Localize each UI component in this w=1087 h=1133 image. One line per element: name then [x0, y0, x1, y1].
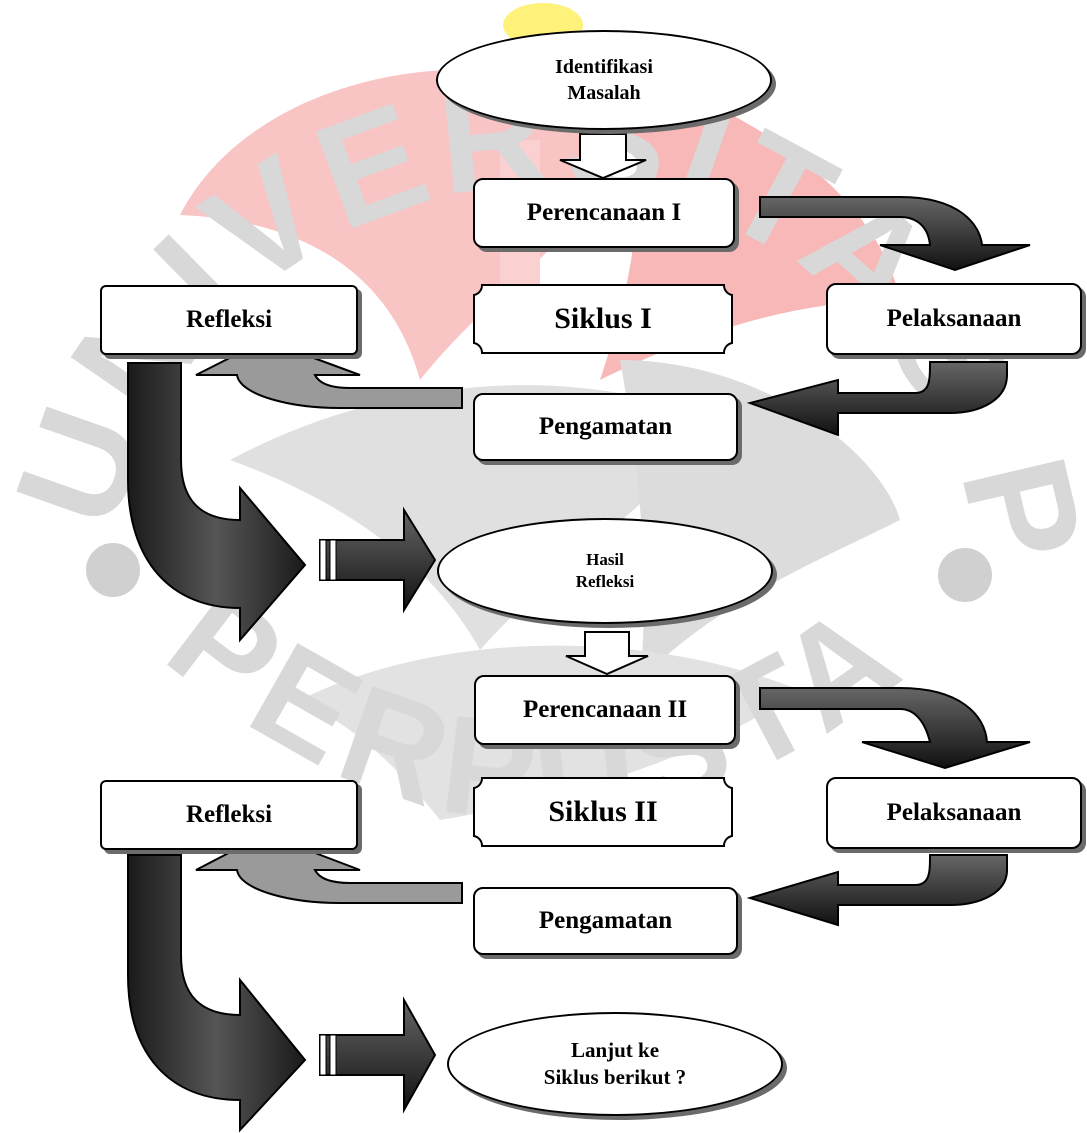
pengamatan-1-box: Pengamatan — [473, 393, 738, 461]
curved-arrow-plan-to-exec-1 — [759, 196, 1031, 272]
big-arrow-refl-to-next-2 — [127, 854, 307, 1133]
pelaksanaan-1-box: Pelaksanaan — [826, 283, 1082, 355]
plaque-shape — [473, 284, 733, 354]
lanjut-ellipse: Lanjut ke Siklus berikut ? — [447, 1012, 783, 1116]
hasil-line-1: Hasil — [586, 549, 624, 569]
curved-arrow-obs-to-refl-1 — [195, 338, 463, 409]
siklus-2-plaque: Siklus II — [472, 776, 734, 848]
perencanaan-1-box: Perencanaan I — [473, 178, 735, 248]
down-arrow-1 — [559, 133, 647, 180]
perencanaan-2-box: Perencanaan II — [474, 675, 736, 745]
striped-arrow-1 — [319, 506, 437, 614]
curved-arrow-plan-to-exec-2 — [759, 687, 1031, 770]
plaque-shape — [473, 777, 733, 847]
lanjut-line-2: Siklus berikut ? — [543, 1065, 687, 1089]
start-line-1: Identifikasi — [555, 56, 653, 78]
siklus-2-label: Siklus II — [548, 795, 658, 828]
striped-arrow-2 — [319, 996, 437, 1114]
hasil-refleksi-ellipse: Hasil Refleksi — [437, 518, 773, 624]
curved-arrow-obs-to-refl-2 — [195, 832, 463, 904]
hasil-line-2: Refleksi — [575, 572, 635, 591]
start-line-2: Masalah — [567, 82, 641, 104]
refleksi-1-box: Refleksi — [100, 285, 358, 355]
lanjut-line-1: Lanjut ke — [570, 1037, 660, 1062]
curved-arrow-exec-to-obs-1 — [746, 361, 1008, 437]
curved-arrow-exec-to-obs-2 — [746, 854, 1008, 927]
start-ellipse: Identifikasi Masalah — [436, 30, 772, 130]
siklus-1-plaque: Siklus I — [472, 283, 734, 355]
pelaksanaan-2-box: Pelaksanaan — [826, 777, 1082, 849]
siklus-1-label: Siklus I — [554, 302, 652, 335]
refleksi-2-box: Refleksi — [100, 780, 358, 850]
down-arrow-2 — [565, 631, 649, 676]
big-arrow-refl-to-hasil-1 — [127, 362, 307, 643]
pengamatan-2-box: Pengamatan — [473, 887, 738, 955]
